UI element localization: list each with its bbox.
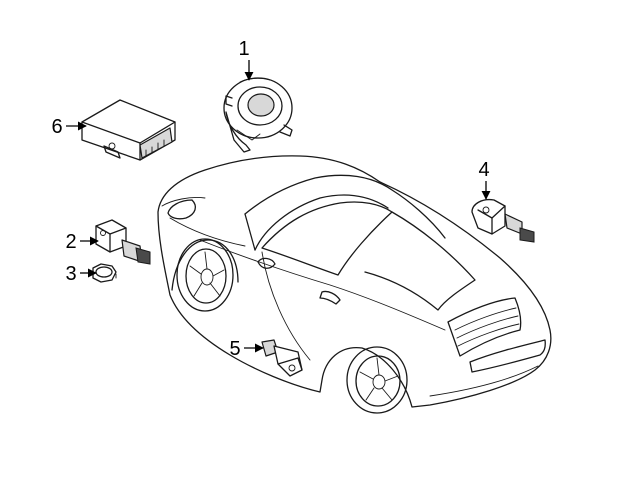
- callout-3: 3: [65, 263, 97, 285]
- callout-number-3: 3: [65, 263, 76, 285]
- part-6-airbag-control-module: [81, 99, 176, 161]
- callout-2: 2: [65, 231, 99, 253]
- callout-number-4: 4: [478, 159, 489, 181]
- part-2-impact-sensor: [95, 219, 151, 265]
- callout-number-1: 1: [238, 38, 249, 60]
- callout-number-2: 2: [65, 231, 76, 253]
- part-1-clock-spring: [223, 77, 293, 153]
- callout-5: 5: [229, 338, 264, 360]
- callout-1: 1: [238, 38, 254, 81]
- part-3-nut: [92, 263, 117, 283]
- callout-6: 6: [51, 116, 87, 138]
- part-5-sensor: [261, 339, 303, 377]
- car-illustration: [157, 155, 552, 414]
- callout-number-5: 5: [229, 338, 240, 360]
- callout-number-6: 6: [51, 116, 62, 138]
- callout-4: 4: [478, 159, 491, 200]
- part-4-sensor: [471, 198, 535, 243]
